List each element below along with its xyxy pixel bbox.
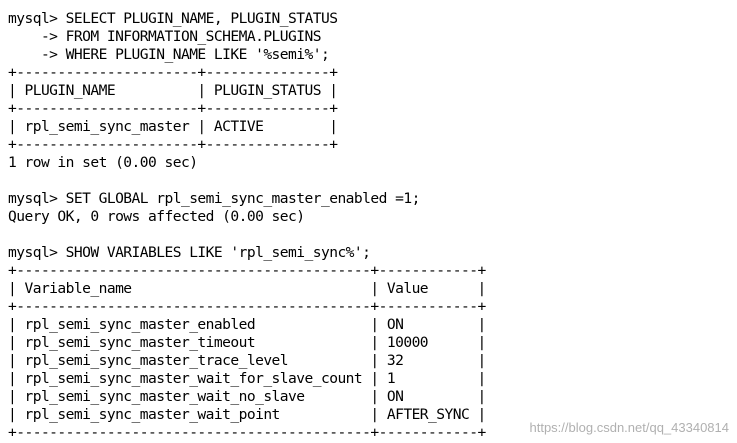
table-row: | rpl_semi_sync_master_wait_for_slave_co… <box>8 370 486 387</box>
table-row: | rpl_semi_sync_master_enabled | ON | <box>8 316 486 333</box>
terminal-output: mysql> SELECT PLUGIN_NAME, PLUGIN_STATUS… <box>8 10 737 443</box>
table-border: +----------------------+---------------+ <box>8 136 338 153</box>
table-border: +---------------------------------------… <box>8 424 486 441</box>
table-border: +---------------------------------------… <box>8 298 486 315</box>
blank-line <box>8 226 737 244</box>
table-row: | rpl_semi_sync_master_timeout | 10000 | <box>8 334 486 351</box>
table-row: | rpl_semi_sync_master | ACTIVE | <box>8 118 338 135</box>
table-header-row: | Variable_name | Value | <box>8 280 486 297</box>
table-border: +----------------------+---------------+ <box>8 64 338 81</box>
terminal-line-query-select: mysql> SELECT PLUGIN_NAME, PLUGIN_STATUS <box>8 10 338 27</box>
blank-line <box>8 172 737 190</box>
result-summary: 1 row in set (0.00 sec) <box>8 154 198 171</box>
terminal-line-query-show-variables: mysql> SHOW VARIABLES LIKE 'rpl_semi_syn… <box>8 244 371 261</box>
table-row: | rpl_semi_sync_master_trace_level | 32 … <box>8 352 486 369</box>
terminal-line-query-set-global: mysql> SET GLOBAL rpl_semi_sync_master_e… <box>8 190 420 207</box>
table-border: +----------------------+---------------+ <box>8 100 338 117</box>
table-border: +---------------------------------------… <box>8 262 486 279</box>
table-row: | rpl_semi_sync_master_wait_no_slave | O… <box>8 388 486 405</box>
table-row: | rpl_semi_sync_master_wait_point | AFTE… <box>8 406 486 423</box>
watermark: https://blog.csdn.net/qq_43340814 <box>529 420 730 435</box>
terminal-line-query-from: -> FROM INFORMATION_SCHEMA.PLUGINS <box>8 28 322 45</box>
result-summary: Query OK, 0 rows affected (0.00 sec) <box>8 208 305 225</box>
table-header-row: | PLUGIN_NAME | PLUGIN_STATUS | <box>8 82 338 99</box>
terminal-line-query-where: -> WHERE PLUGIN_NAME LIKE '%semi%'; <box>8 46 330 63</box>
